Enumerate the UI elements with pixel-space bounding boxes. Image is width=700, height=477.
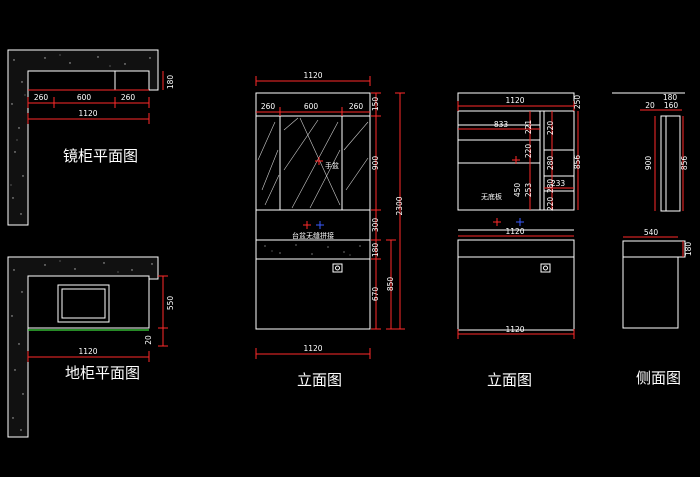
countertop — [457, 239, 575, 258]
dim-220: 220 — [524, 144, 533, 159]
dim-260a: 260 — [261, 102, 276, 111]
dim-253: 253 — [524, 183, 533, 198]
caption-mirror-plan: 镜柜平面图 — [63, 147, 138, 165]
dim-150: 150 — [371, 97, 380, 112]
countertop-side — [622, 240, 686, 258]
floor-cabinet-side — [622, 256, 679, 329]
basin-outline — [57, 284, 110, 323]
caption-elevation-2: 立面图 — [487, 371, 532, 389]
wall-speckle — [11, 260, 153, 431]
dim-1120-bottom: 1120 — [505, 325, 524, 334]
dim-233: 233 — [551, 179, 566, 188]
dim-260b: 260 — [349, 102, 364, 111]
dim-180: 180 — [166, 75, 175, 90]
caption-elevation-1: 立面图 — [297, 371, 342, 389]
dim-221: 221 — [524, 120, 533, 135]
dim-1120-mid: 1120 — [505, 227, 524, 236]
floor-cabinet-plan: 550 20 1120 地柜平面图 — [7, 256, 175, 438]
dim-260a: 260 — [34, 93, 49, 102]
dim-1120: 1120 — [78, 109, 97, 118]
dim-180-side: 180 — [684, 242, 693, 257]
floor-cabinet-outline — [27, 275, 150, 329]
mirror-reflection-lines — [257, 117, 369, 209]
elevation-outline — [255, 92, 371, 330]
dim-300: 300 — [371, 218, 380, 233]
dim-1120: 1120 — [303, 71, 322, 80]
dim-1120: 1120 — [78, 347, 97, 356]
note-no-board: 无底板 — [481, 192, 502, 201]
countertop-band — [255, 239, 371, 260]
dim-600: 600 — [77, 93, 92, 102]
dim-160: 160 — [664, 101, 679, 110]
dim-280b: 280 — [546, 179, 555, 194]
side-view: 180 20 160 900 856 540 180 侧面图 — [612, 92, 693, 387]
dim-1120-top: 1120 — [505, 96, 524, 105]
note-counter: 台盆无缝拼接 — [292, 231, 334, 240]
dim-540: 540 — [644, 228, 659, 237]
socket-icon — [540, 263, 551, 273]
floor-cabinet — [457, 256, 575, 331]
dim-850: 850 — [386, 277, 395, 292]
dim-550: 550 — [166, 296, 175, 311]
mirror-cabinet-outline — [27, 70, 150, 91]
dim-180: 180 — [371, 243, 380, 258]
dim-220c: 220 — [546, 197, 555, 212]
elevation-2: 无底板 1120 250 833 221 220 253 450 220 280… — [457, 92, 582, 389]
note-handbasin: 手盆 — [325, 161, 339, 170]
dim-20: 20 — [645, 101, 655, 110]
dim-856: 856 — [680, 156, 689, 171]
dim-220b: 220 — [546, 121, 555, 136]
basin-inner — [61, 288, 106, 319]
dim-180: 180 — [663, 93, 678, 102]
socket-icon — [332, 263, 343, 273]
dim-670: 670 — [371, 287, 380, 302]
mirror-cabinet-plan: 180 260 600 260 1120 镜柜平面图 — [7, 49, 175, 226]
dim-260b: 260 — [121, 93, 136, 102]
dim-600: 600 — [304, 102, 319, 111]
mirror-cabinet-side — [660, 115, 681, 212]
caption-side-view: 侧面图 — [636, 369, 681, 387]
dim-900: 900 — [644, 156, 653, 171]
dim-20: 20 — [144, 335, 153, 345]
dim-856: 856 — [573, 155, 582, 170]
elevation-1: 手盆 台盆无缝拼接 1120 260 600 260 150 900 300 1… — [255, 71, 405, 389]
wall-speckle — [10, 54, 151, 215]
dim-280a: 280 — [546, 156, 555, 171]
dim-2300: 2300 — [395, 196, 404, 215]
mirror-cabinet-open — [457, 110, 575, 211]
dim-900: 900 — [371, 156, 380, 171]
wall-section-speckled — [7, 49, 159, 226]
countertop-speckle — [264, 244, 361, 256]
dim-450: 450 — [513, 183, 522, 198]
dim-250: 250 — [573, 95, 582, 110]
dim-1120-bottom: 1120 — [303, 344, 322, 353]
dim-833: 833 — [494, 120, 509, 129]
caption-floor-plan: 地柜平面图 — [65, 364, 140, 382]
